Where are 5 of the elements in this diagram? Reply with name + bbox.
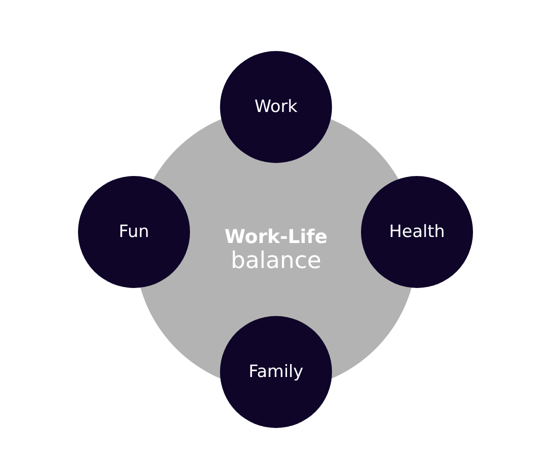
topic-label: Health (389, 222, 445, 242)
topic-label: Work (254, 98, 298, 116)
topic-label: Family (248, 362, 304, 382)
hub-title: Work-Life balance (224, 224, 328, 274)
topic-label: Fun (118, 222, 150, 242)
